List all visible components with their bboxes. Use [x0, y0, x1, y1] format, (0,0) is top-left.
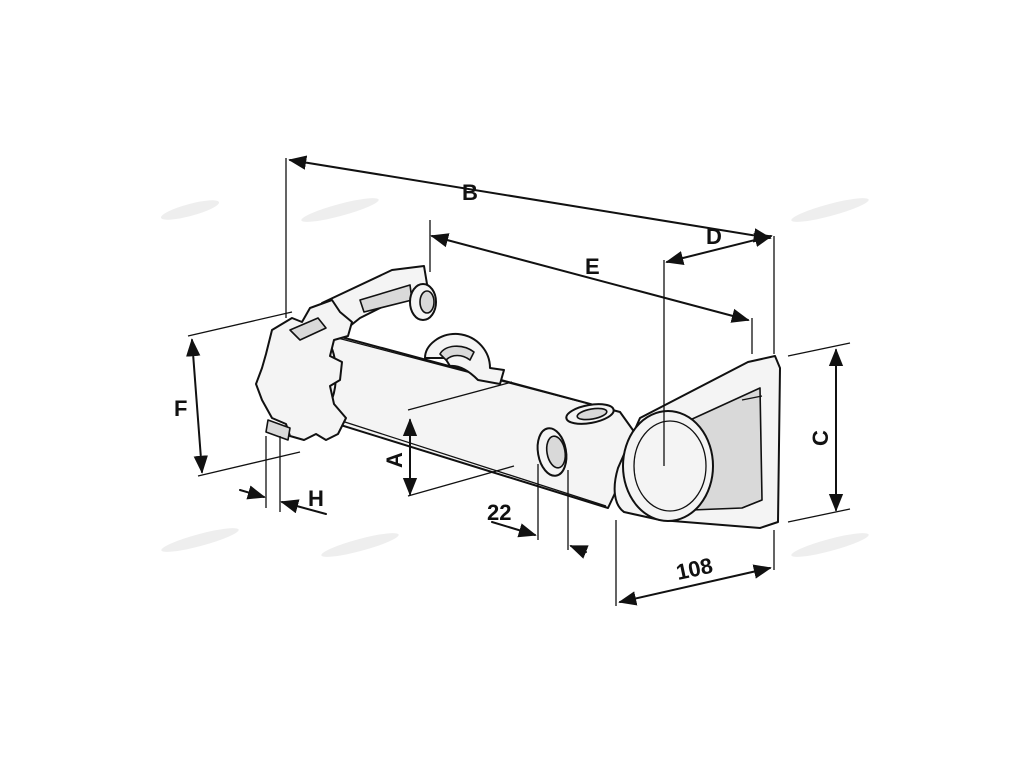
label-108: 108 [674, 553, 715, 585]
label-a: A [382, 452, 407, 468]
label-c: C [808, 430, 833, 446]
label-e: E [585, 254, 600, 279]
label-d: D [706, 224, 722, 249]
label-f: F [174, 396, 187, 421]
part-outline [255, 265, 781, 529]
label-22: 22 [487, 500, 511, 525]
dimension-lines [186, 155, 851, 606]
toothed-gear [255, 299, 353, 441]
label-b: B [462, 180, 478, 205]
label-h: H [308, 486, 324, 511]
end-cap [622, 410, 714, 522]
middle-clip [424, 332, 505, 385]
